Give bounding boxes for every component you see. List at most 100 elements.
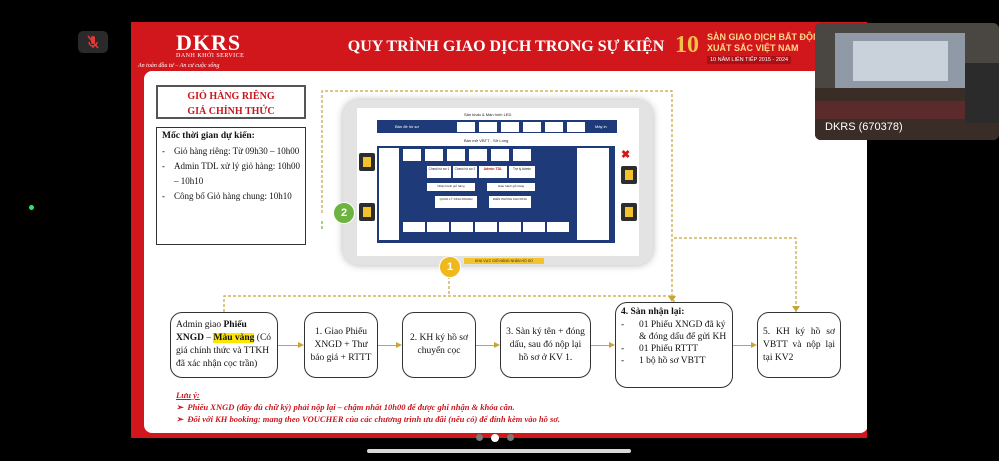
printer-label: Máy in [595, 124, 607, 129]
map-chip [491, 149, 509, 161]
hall-area: Check hồ sơ 1 Check hồ sơ 2 Admin TDL Tr… [377, 146, 615, 243]
step-5: 5. KH ký hồ sơ VBTT và nộp lại tại KV2 [757, 312, 841, 378]
award-line3: 10 NĂM LIÊN TIẾP 2015 - 2024 [707, 56, 792, 64]
check1-label: Check hồ sơ 1 [427, 166, 451, 178]
logo-name: DKRS [176, 30, 242, 55]
step-admin-text: Admin giao Phiếu XNGD – Màu vàng (Có giá… [176, 319, 272, 371]
admin-desk [475, 222, 497, 232]
side-marker [621, 203, 637, 221]
company-logo: DKRS DANH KHỞI SERVICE An toàn đầu tư – … [138, 30, 245, 69]
participant-video[interactable]: DKRS (670378) [815, 23, 999, 140]
schedule-heading: Mốc thời gian dự kiến: [162, 131, 255, 141]
side-marker [359, 203, 375, 221]
note-block: Lưu ý: ➢ Phiếu XNGD (đầy đủ chữ ký) phải… [176, 389, 560, 425]
step-text: (Có giá chính thức và TTKH đã xác nhận c… [176, 333, 272, 369]
bullet: - [621, 320, 625, 330]
admin-desk [403, 222, 425, 232]
admin-desk [547, 222, 569, 232]
home-indicator[interactable] [367, 449, 631, 453]
page-dot[interactable] [476, 434, 483, 441]
side-marker [359, 153, 375, 171]
center1-label: Nhận hành giỏ hàng [427, 183, 475, 191]
map-chip [425, 149, 443, 161]
step-text: – [203, 333, 214, 343]
admin-tdl-label: Admin TDL [479, 166, 507, 178]
schedule-text: Công bố Giỏ hàng chung: 10h10 [174, 191, 292, 201]
slide-title: QUY TRÌNH GIAO DỊCH TRONG SỰ KIỆN [347, 38, 665, 55]
bullet: - [621, 356, 625, 366]
map-chip [469, 149, 487, 161]
row-label: Bàn mở VBTT - Sở Long [464, 138, 509, 143]
side-marker [621, 166, 637, 184]
map-chip [567, 122, 585, 132]
step-text: Admin giao [176, 320, 224, 330]
flow-arrow [733, 341, 757, 348]
map-column [577, 148, 609, 240]
cart-title-line1: GIỎ HÀNG RIÊNG [187, 91, 275, 102]
step-4-heading: 4. Sàn nhận lại: [621, 307, 685, 317]
floor-map-inner: Sân khấu & Màn hình LED Bàn đề hồ sơ Máy… [357, 108, 639, 264]
step-4-item: -01 Phiếu XNGD đã ký & đóng dấu để gửi K… [621, 319, 727, 343]
shared-slide: DKRS DANH KHỞI SERVICE An toàn đầu tư – … [131, 22, 867, 438]
floor-map: Sân khấu & Màn hình LED Bàn đề hồ sơ Máy… [343, 100, 653, 265]
step-admin-hand: Admin giao Phiếu XNGD – Màu vàng (Có giá… [170, 312, 278, 378]
stage-sub: Bàn đề hồ sơ [395, 124, 419, 129]
flow-arrow [278, 341, 304, 348]
note-text: Đối với KH booking: mang theo VOUCHER củ… [187, 414, 561, 424]
step-4: 4. Sàn nhận lại: -01 Phiếu XNGD đã ký & … [615, 302, 733, 388]
assistant-label: Trợ lý Admin [509, 166, 535, 178]
map-chip [501, 122, 519, 132]
cart-title-box: GIỎ HÀNG RIÊNG GIÁ CHÍNH THỨC [156, 85, 306, 119]
logo-tagline: An toàn đầu tư – An cư cuộc sống [138, 63, 220, 69]
step-4-item: - 1 bộ hồ sơ VBTT [621, 355, 706, 367]
bullet: - [162, 161, 165, 171]
check2-label: Check hồ sơ 2 [453, 166, 477, 178]
bullet: - [162, 146, 165, 156]
schedule-item: -Công bố Giỏ hàng chung: 10h10 [162, 189, 300, 204]
page-indicator[interactable] [476, 433, 514, 442]
schedule-box: Mốc thời gian dự kiến: -Giỏ hàng riêng: … [156, 127, 306, 245]
close-icon: ✖ [621, 149, 631, 161]
schedule-item: -Admin TDL xử lý giỏ hàng: 10h00 – 10h10 [162, 159, 300, 189]
step-1: 1. Giao Phiếu XNGD + Thư báo giá + RTTT [304, 312, 378, 378]
flow-arrow [476, 341, 500, 348]
video-scene [815, 23, 999, 140]
manager-label: QUẢN LÝ KINH DOANH [435, 196, 477, 208]
center2-label: Giao hành giỏ hàng [487, 183, 535, 191]
mute-button[interactable] [78, 31, 108, 53]
pm-label: ĐIỆN PHÒNG CHƯƠNG [489, 196, 531, 208]
admin-desk [427, 222, 449, 232]
participant-name: DKRS (670378) [825, 121, 903, 133]
step-bold: Phiếu XNGD [176, 320, 247, 343]
bottom-area: KHU VỰC GIỎ HÀNG NHẬN HỒ SƠ [464, 258, 544, 264]
logo-sub: DANH KHỞI SERVICE [176, 53, 245, 59]
map-chip [479, 122, 497, 132]
arrow-bullet-icon: ➢ [176, 402, 188, 412]
page-dot[interactable] [507, 434, 514, 441]
content-panel: GIỎ HÀNG RIÊNG GIÁ CHÍNH THỨC Mốc thời g… [144, 71, 867, 433]
map-chip [545, 122, 563, 132]
stage-label: Sân khấu & Màn hình LED [464, 112, 512, 117]
admin-desk [451, 222, 473, 232]
mic-off-icon [87, 35, 99, 49]
map-chip [457, 122, 475, 132]
map-column [379, 148, 399, 240]
note-text: Phiếu XNGD (đầy đủ chữ ký) phải nộp lại … [187, 402, 515, 412]
bullet: - [162, 191, 165, 201]
step-4-text: 1 bộ hồ sơ VBTT [639, 356, 706, 366]
note-label: Lưu ý: [176, 390, 200, 400]
schedule-text: Giỏ hàng riêng: Từ 09h30 – 10h00 [174, 146, 300, 156]
admin-desk [499, 222, 521, 232]
map-chip [523, 122, 541, 132]
map-chip [513, 149, 531, 161]
cart-title-line2: GIÁ CHÍNH THỨC [187, 106, 275, 117]
flow-arrow [378, 341, 402, 348]
note-line: ➢ Phiếu XNGD (đầy đủ chữ ký) phải nộp lạ… [176, 401, 560, 413]
admin-desk [523, 222, 545, 232]
award-number: 10 [675, 32, 699, 58]
page-dot-active[interactable] [491, 433, 499, 442]
award-line1: SÀN GIAO DỊCH BẤT ĐỘNG SẢN [707, 32, 849, 42]
map-chip [403, 149, 421, 161]
flow-arrow [591, 341, 615, 348]
award-line2: XUẤT SẮC VIỆT NAM [707, 43, 799, 53]
